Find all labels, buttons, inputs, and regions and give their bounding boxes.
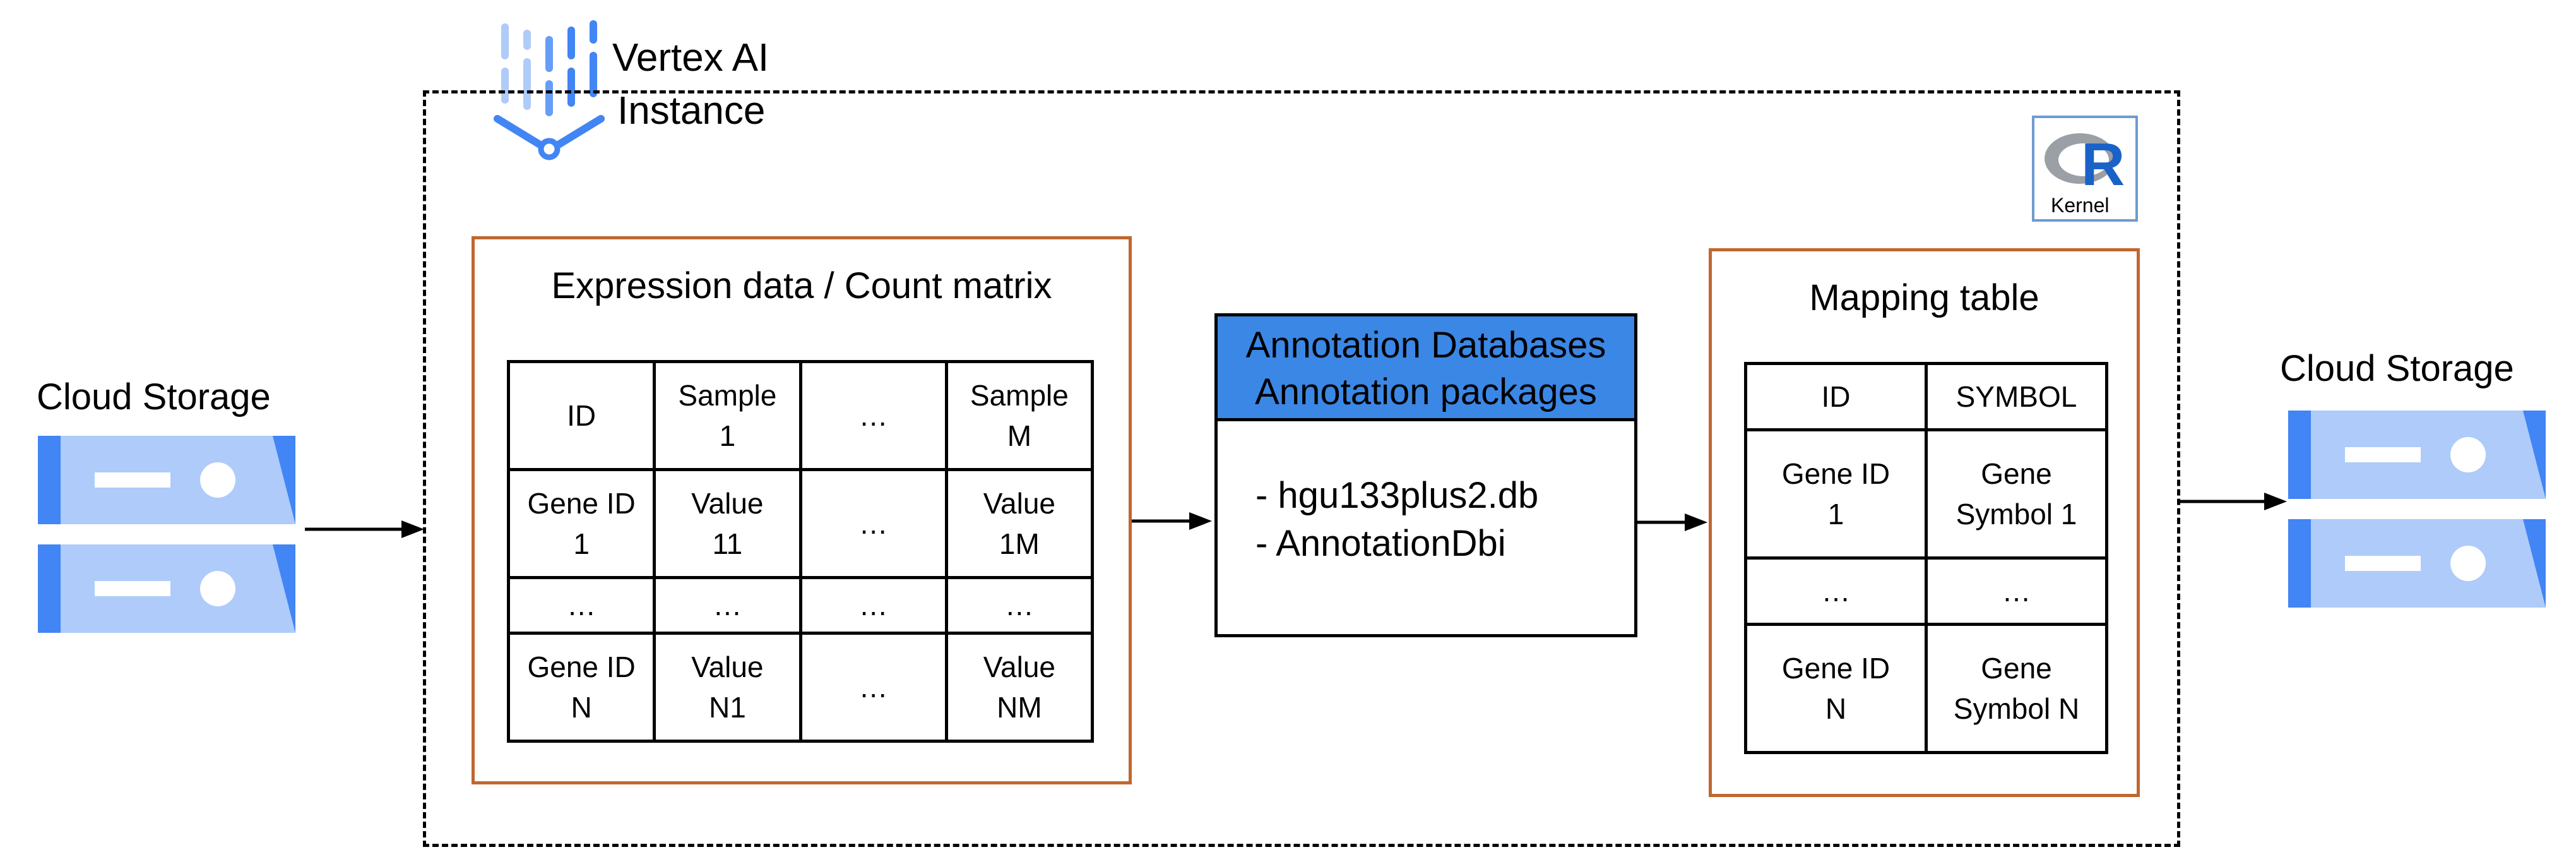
table-cell: Gene ID 1 bbox=[1744, 428, 1928, 560]
table-cell: … bbox=[798, 360, 948, 471]
table-cell: Gene ID N bbox=[1744, 623, 1928, 754]
table-row: …… bbox=[1744, 556, 2108, 627]
cloud-storage-right-icon bbox=[2288, 411, 2546, 608]
arrow-instance-to-storage-head bbox=[2264, 493, 2287, 510]
mapping-table-title: Mapping table bbox=[1809, 277, 2039, 318]
table-cell: … bbox=[798, 575, 948, 635]
cloud-storage-left-label: Cloud Storage bbox=[37, 376, 271, 417]
table-cell: Gene Symbol N bbox=[1925, 623, 2108, 754]
table-cell: ID bbox=[506, 360, 656, 471]
table-cell: Value 11 bbox=[653, 467, 802, 579]
arrow-storage-to-expression-head bbox=[401, 520, 424, 538]
table-cell: … bbox=[1744, 556, 1928, 627]
table-cell: ID bbox=[1744, 361, 1928, 432]
annotation-box: Annotation Databases Annotation packages… bbox=[1214, 313, 1637, 637]
vertex-ai-icon bbox=[494, 20, 605, 160]
r-logo-icon: R bbox=[2045, 131, 2125, 198]
table-cell: … bbox=[506, 575, 656, 635]
arrow-annotation-to-mapping-head bbox=[1685, 513, 1707, 531]
cloud-storage-left-icon bbox=[38, 436, 295, 633]
arrow-expression-to-annotation-head bbox=[1189, 512, 1212, 530]
vertex-instance-boundary bbox=[423, 90, 2180, 847]
annotation-header: Annotation Databases Annotation packages bbox=[1218, 316, 1634, 421]
r-kernel-badge: R Kernel bbox=[2032, 116, 2138, 222]
table-cell: … bbox=[944, 575, 1095, 635]
table-cell: Sample M bbox=[944, 360, 1095, 471]
table-cell: Gene ID N bbox=[506, 632, 656, 743]
annotation-header-line2: Annotation packages bbox=[1255, 371, 1597, 412]
table-cell: Value N1 bbox=[653, 632, 802, 743]
table-cell: Sample 1 bbox=[653, 360, 802, 471]
table-cell: … bbox=[798, 632, 948, 743]
kernel-label: Kernel bbox=[2051, 194, 2110, 217]
table-cell: … bbox=[653, 575, 802, 635]
r-letter: R bbox=[2081, 131, 2125, 198]
table-cell: SYMBOL bbox=[1925, 361, 2108, 432]
expression-data-title: Expression data / Count matrix bbox=[551, 265, 1052, 306]
annotation-item: - hgu133plus2.db bbox=[1255, 475, 1539, 516]
table-cell: … bbox=[798, 467, 948, 579]
annotation-header-line1: Annotation Databases bbox=[1245, 325, 1606, 366]
cloud-storage-right-label: Cloud Storage bbox=[2280, 348, 2514, 389]
table-cell: Gene ID 1 bbox=[506, 467, 656, 579]
annotation-item: - AnnotationDbi bbox=[1255, 523, 1506, 564]
vertex-ai-title: Vertex AI bbox=[612, 36, 769, 80]
vertex-ai-subtitle: Instance bbox=[617, 89, 766, 133]
table-cell: … bbox=[1925, 556, 2108, 627]
table-row: ………… bbox=[506, 575, 1095, 635]
table-cell: Value NM bbox=[944, 632, 1095, 743]
table-cell: Gene Symbol 1 bbox=[1925, 428, 2108, 560]
table-cell: Value 1M bbox=[944, 467, 1095, 579]
